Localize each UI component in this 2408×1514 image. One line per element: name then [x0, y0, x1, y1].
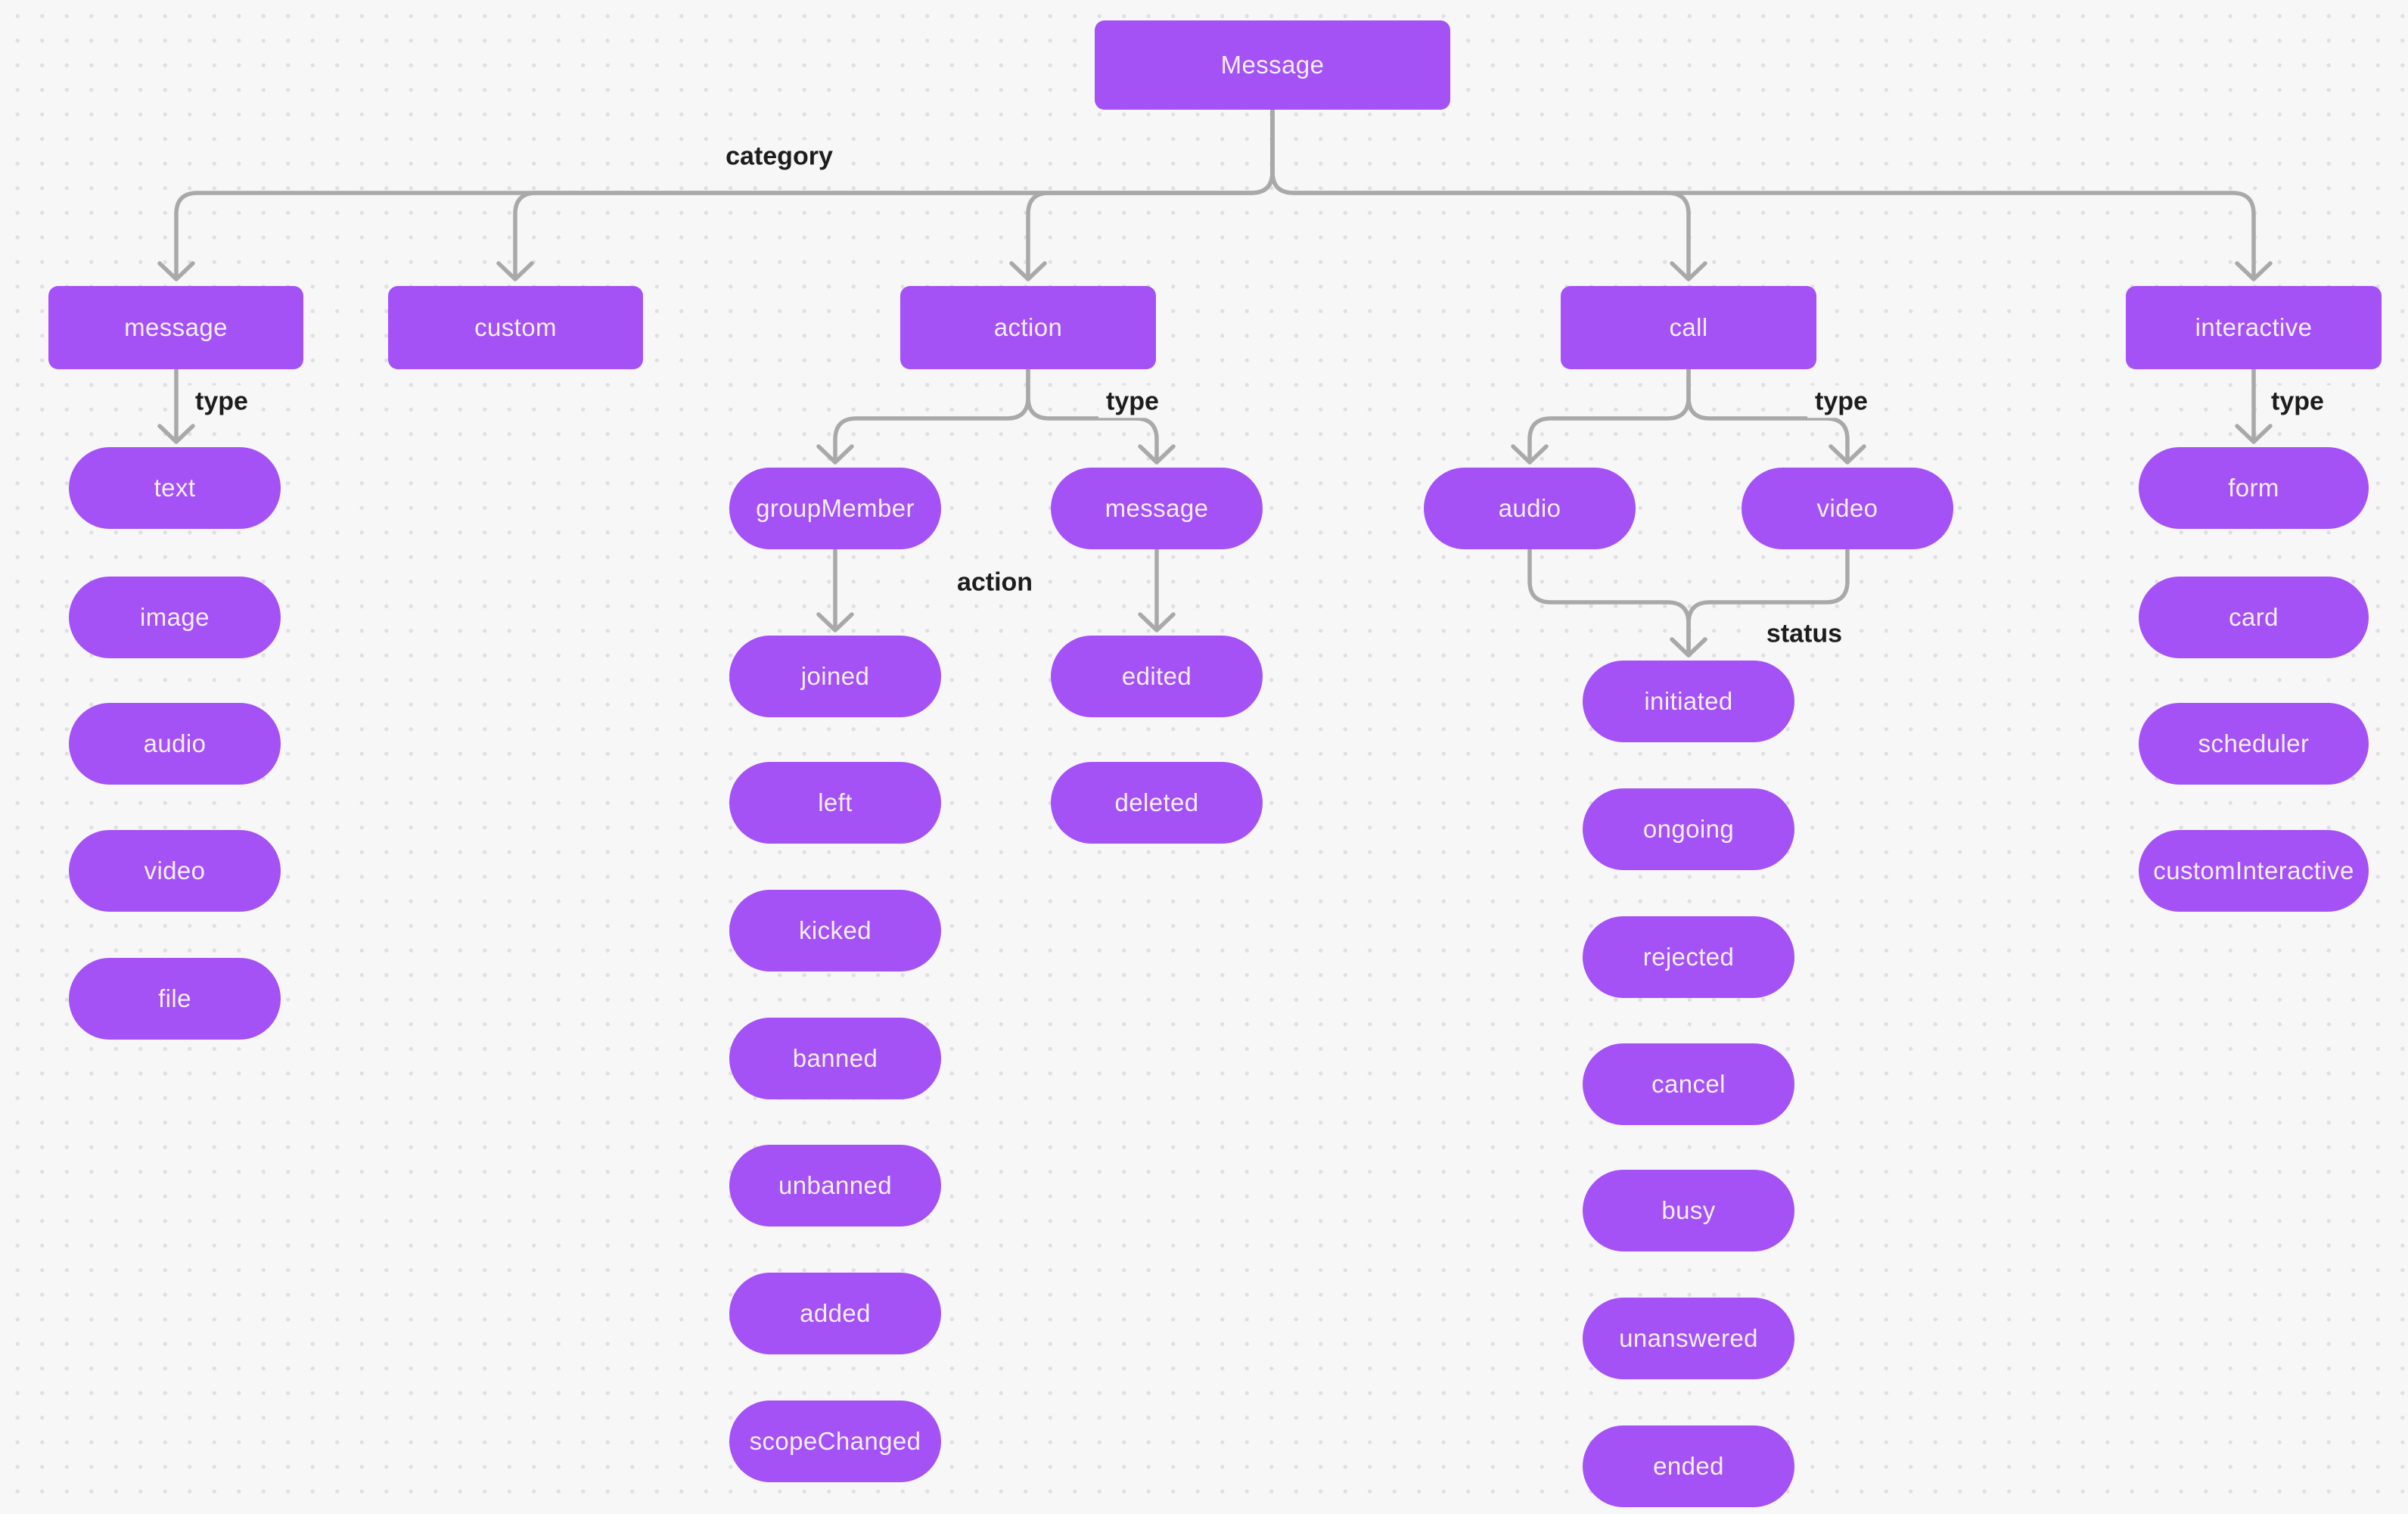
node-message-root: Message: [1095, 20, 1450, 110]
node-action-kicked: kicked: [729, 890, 941, 972]
node-group-message: message: [1051, 468, 1263, 549]
edge-label-action: action: [949, 566, 1041, 599]
node-status-cancel: cancel: [1583, 1043, 1794, 1125]
edge-audio-initiated: [1527, 547, 1707, 658]
node-status-ended: ended: [1583, 1425, 1794, 1507]
node-interactive-custominteractive: customInteractive: [2139, 830, 2369, 912]
node-status-busy: busy: [1583, 1170, 1794, 1251]
edge-label-type-action: type: [1098, 385, 1167, 418]
edge-call-audio: [1511, 367, 1691, 465]
edge-root-action: [1009, 107, 1275, 281]
node-call-video: video: [1742, 468, 1953, 549]
node-category-message: message: [48, 286, 303, 369]
node-action-added: added: [729, 1273, 941, 1354]
node-interactive-form: form: [2139, 447, 2369, 529]
node-type-file: file: [69, 958, 281, 1040]
edge-label-type-interactive: type: [2264, 385, 2332, 418]
node-action-edited: edited: [1051, 636, 1263, 717]
node-interactive-card: card: [2139, 577, 2369, 658]
node-status-ongoing: ongoing: [1583, 788, 1794, 870]
node-category-custom: custom: [388, 286, 643, 369]
node-action-banned: banned: [729, 1018, 941, 1099]
edge-call-video: [1686, 367, 1866, 465]
node-category-call: call: [1561, 286, 1816, 369]
node-category-interactive: interactive: [2126, 286, 2382, 369]
node-type-image: image: [69, 577, 281, 658]
node-group-groupmember: groupMember: [729, 468, 941, 549]
node-action-unbanned: unbanned: [729, 1145, 941, 1226]
node-interactive-scheduler: scheduler: [2139, 703, 2369, 785]
edge-label-category: category: [718, 140, 840, 173]
edge-label-status: status: [1758, 617, 1850, 651]
node-status-initiated: initiated: [1583, 661, 1794, 742]
node-action-deleted: deleted: [1051, 762, 1263, 844]
edge-action-groupmember: [816, 367, 1030, 465]
node-action-joined: joined: [729, 636, 941, 717]
node-type-text: text: [69, 447, 281, 529]
node-call-audio: audio: [1424, 468, 1636, 549]
node-status-unanswered: unanswered: [1583, 1298, 1794, 1379]
node-action-scopechanged: scopeChanged: [729, 1401, 941, 1482]
node-type-audio: audio: [69, 703, 281, 785]
edge-label-type-message: type: [188, 385, 256, 418]
node-category-action: action: [900, 286, 1156, 369]
edge-label-type-call: type: [1807, 385, 1875, 418]
node-action-left: left: [729, 762, 941, 844]
node-status-rejected: rejected: [1583, 916, 1794, 998]
edge-root-interactive: [1270, 107, 2273, 281]
edge-video-initiated: [1670, 547, 1850, 658]
node-type-video: video: [69, 830, 281, 912]
edge-action-message: [1026, 367, 1176, 465]
